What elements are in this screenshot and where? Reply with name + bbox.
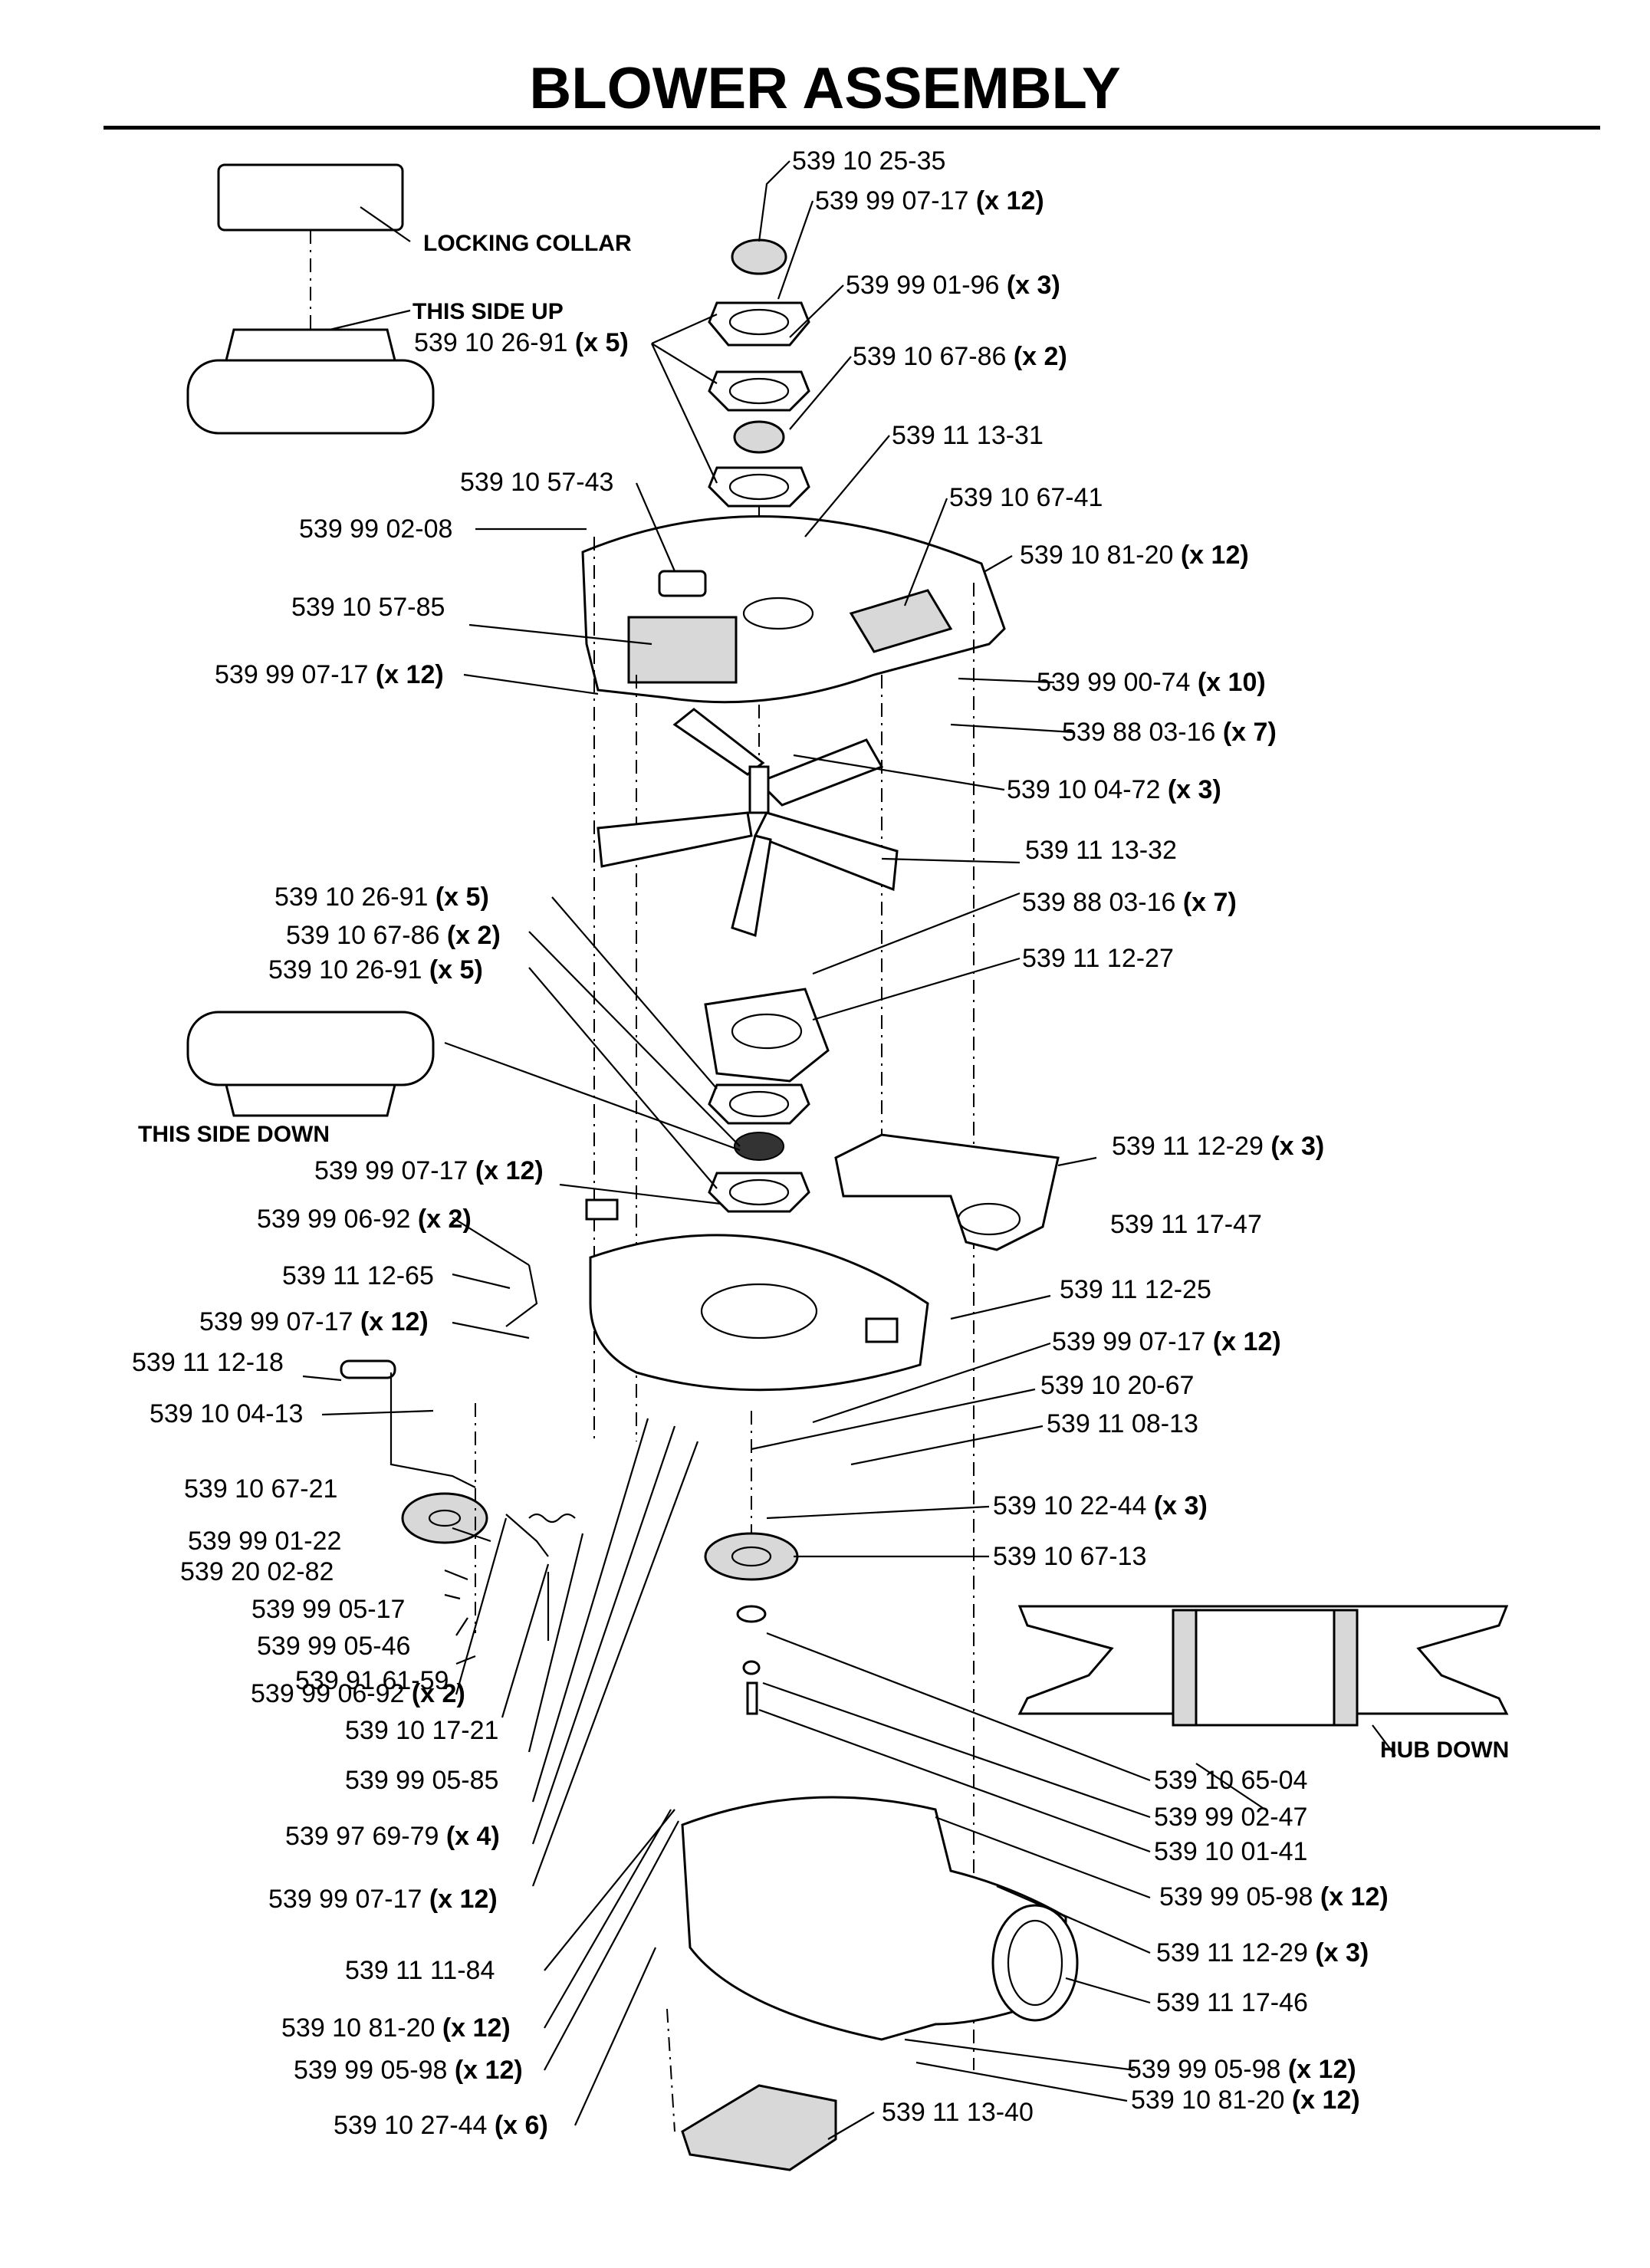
- part-callout: 539 88 03-16 (x 7): [1022, 888, 1237, 917]
- leader-lines: [302, 160, 1266, 2140]
- part-callout: 539 10 67-86 (x 2): [286, 921, 501, 950]
- part-callout: 539 11 12-29 (x 3): [1156, 1938, 1369, 1967]
- part-callout: 539 99 07-17 (x 12): [215, 660, 444, 689]
- note-this-side-down: THIS SIDE DOWN: [138, 1122, 330, 1147]
- top-cover-plate: [581, 514, 1006, 2070]
- part-callout: 539 99 05-98 (x 12): [1127, 2055, 1356, 2084]
- lower-bearing-plate: [704, 988, 830, 1213]
- part-callout: 539 10 65-04: [1154, 1766, 1308, 1795]
- note-locking-collar: LOCKING COLLAR: [423, 231, 632, 256]
- locking-collar-detail: [186, 163, 435, 435]
- part-callout: 539 99 02-08: [299, 514, 453, 544]
- part-callout: 539 10 22-44 (x 3): [993, 1491, 1208, 1520]
- part-callout: 539 11 12-18: [132, 1348, 284, 1377]
- part-callout: 539 11 12-27: [1022, 944, 1174, 973]
- part-callout: 539 11 17-46: [1156, 1988, 1308, 2017]
- part-callout: 539 10 67-13: [993, 1542, 1147, 1571]
- drive-pulley: [704, 1411, 799, 1715]
- part-callout: 539 91 61-59: [295, 1666, 449, 1695]
- page-title: BLOWER ASSEMBLY: [529, 56, 1121, 121]
- part-callout: 539 99 06-92 (x 2): [257, 1205, 472, 1234]
- part-callout: 539 11 12-29 (x 3): [1112, 1132, 1325, 1161]
- part-callout: 539 10 20-67: [1040, 1371, 1195, 1400]
- part-callout: 539 10 25-35: [792, 146, 946, 176]
- part-callout: 539 10 26-91 (x 5): [268, 955, 483, 984]
- part-callout: 539 99 05-98 (x 12): [1159, 1882, 1389, 1911]
- part-callout: 539 11 13-31: [892, 421, 1044, 450]
- part-callout: 539 10 26-91 (x 5): [414, 328, 629, 357]
- part-callout: 539 99 07-17 (x 12): [815, 186, 1044, 215]
- part-callout: 539 99 07-17 (x 12): [1052, 1327, 1281, 1356]
- collar-down-detail: [186, 1011, 741, 1152]
- part-callout: 539 11 11-84: [345, 1956, 495, 1985]
- part-callout: 539 99 05-85: [345, 1766, 499, 1795]
- part-callout: 539 99 06-92 (x 2): [251, 1679, 465, 1708]
- part-callout: 539 10 04-72 (x 3): [1007, 775, 1221, 804]
- part-callout: 539 10 26-91 (x 5): [274, 883, 489, 912]
- part-callout: 539 11 17-47: [1110, 1210, 1262, 1239]
- note-hub-down: HUB DOWN: [1380, 1737, 1510, 1763]
- part-callout: 539 99 05-98 (x 12): [294, 2056, 523, 2085]
- blower-housing: [585, 1198, 929, 1392]
- part-callout: 539 10 01-41: [1154, 1837, 1308, 1866]
- part-callout: 539 11 13-40: [882, 2098, 1034, 2127]
- part-callout: 539 10 81-20 (x 12): [1131, 2086, 1360, 2115]
- part-callout: 539 10 27-44 (x 6): [334, 2111, 548, 2140]
- part-callout: 539 99 01-22: [188, 1527, 342, 1556]
- part-callout: 539 99 02-47: [1154, 1803, 1308, 1832]
- part-callout: 539 10 57-85: [291, 593, 445, 622]
- part-callout: 539 10 67-21: [184, 1474, 338, 1504]
- part-callout: 539 99 01-96 (x 3): [846, 271, 1060, 300]
- part-callout: 539 10 67-86 (x 2): [853, 342, 1067, 371]
- part-callout: 539 99 05-46: [257, 1632, 411, 1661]
- part-callout: 539 11 08-13: [1047, 1409, 1198, 1438]
- part-callout: 539 99 00-74 (x 10): [1037, 668, 1266, 697]
- part-callout: 539 10 04-13: [150, 1399, 304, 1428]
- part-callout: 539 20 02-82: [180, 1557, 334, 1586]
- part-callout: 539 11 12-25: [1060, 1275, 1211, 1304]
- upper-chute-housing: [834, 1133, 1097, 1251]
- top-bearing-stack: [708, 238, 810, 759]
- part-callout: 539 99 05-17: [251, 1595, 406, 1624]
- part-callout: 539 10 81-20 (x 12): [281, 2013, 511, 2043]
- discharge-elbow: [666, 1796, 1079, 2171]
- part-callout: 539 10 67-41: [949, 483, 1103, 512]
- part-callout: 539 10 17-21: [345, 1716, 499, 1745]
- part-callout: 539 99 07-17 (x 12): [268, 1885, 498, 1914]
- title-rule: [104, 126, 1600, 130]
- part-callout: 539 10 57-43: [460, 468, 614, 497]
- part-callout: 539 11 12-65: [282, 1261, 434, 1290]
- belt-tensioner: [340, 1264, 576, 1641]
- part-callout: 539 10 81-20 (x 12): [1020, 541, 1249, 570]
- part-callout: 539 11 13-32: [1025, 836, 1177, 865]
- part-callout: 539 88 03-16 (x 7): [1062, 718, 1277, 747]
- part-callout: 539 99 07-17 (x 12): [199, 1307, 429, 1336]
- pulley-section-detail: [1017, 1605, 1509, 1757]
- fan-impeller: [597, 708, 899, 937]
- part-callout: 539 99 07-17 (x 12): [314, 1156, 544, 1185]
- note-this-side-up: THIS SIDE UP: [412, 299, 564, 324]
- part-callout: 539 97 69-79 (x 4): [285, 1822, 500, 1851]
